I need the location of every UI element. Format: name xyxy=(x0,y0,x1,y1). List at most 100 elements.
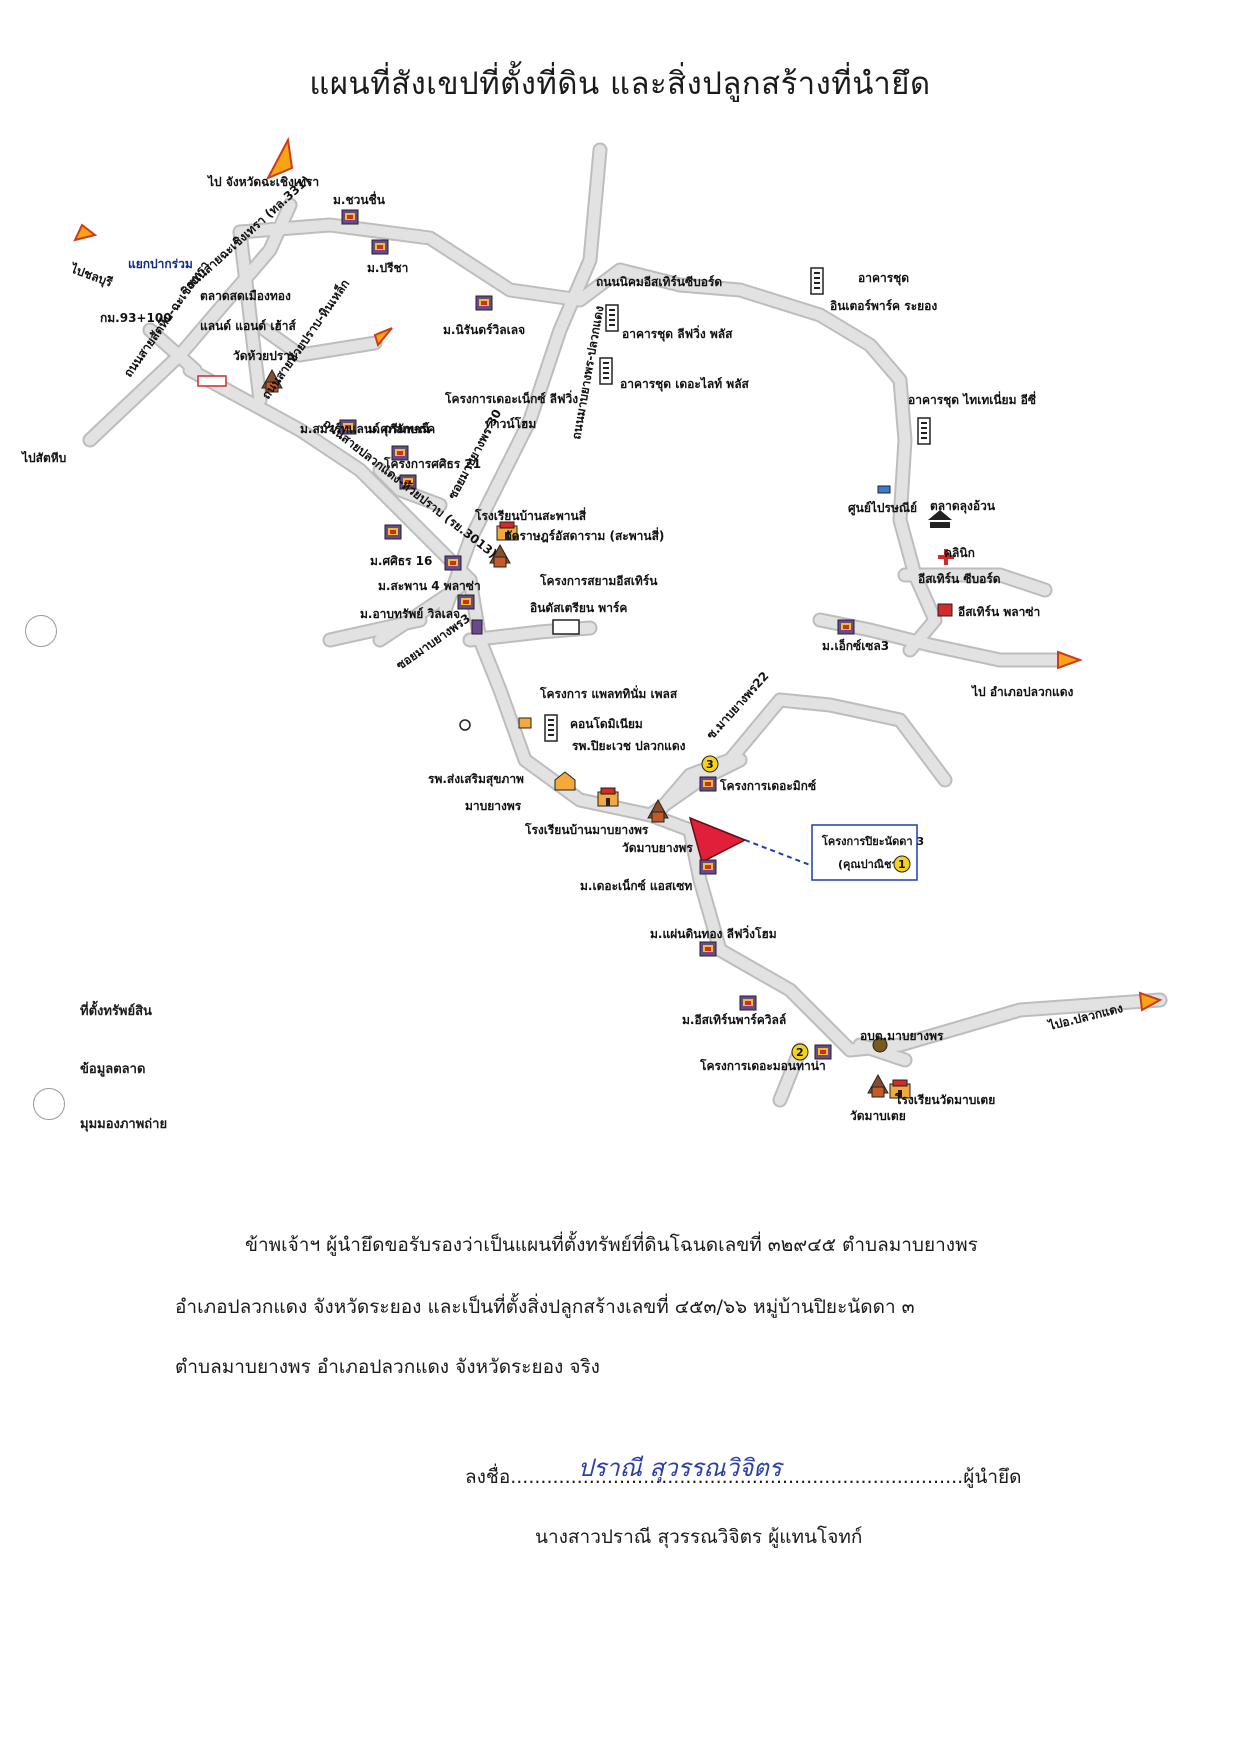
place-label: รพ.ส่งเสริมสุขภาพ xyxy=(428,772,524,787)
direction-pluak-daeng-east: ไป อำเภอปลวกแดง xyxy=(970,684,1073,699)
market-icon xyxy=(928,510,952,528)
plaza-icon xyxy=(937,603,953,617)
road-3013-label: ถนนสายปลวกแดง-ห้วยปราบ (รย.3013) xyxy=(320,416,499,561)
place-label: คลินิก xyxy=(944,546,975,560)
place-label: อาคารชุด xyxy=(858,271,909,286)
shop-sign-icon xyxy=(197,375,227,387)
handwritten-signature: ปราณี สุวรรณวิจิตร xyxy=(578,1454,782,1482)
place-label: แลนด์ แอนด์ เฮ้าส์ xyxy=(200,319,297,333)
building-icon xyxy=(739,995,757,1011)
map-icons xyxy=(197,209,954,1099)
tao-office-icon xyxy=(872,1037,888,1053)
condo-tower-icon xyxy=(599,357,613,385)
clinic-icon xyxy=(938,549,954,565)
arrow-southeast-icon xyxy=(1138,991,1163,1012)
place-label: ม.เดอะเน็กซ์ แอสเซท xyxy=(580,878,692,893)
subject-site: โครงการปิยะนัดดา 3 (คุณปาณิชา) 1 xyxy=(688,816,924,881)
place-label: ม.ชวนชื่น xyxy=(333,191,386,207)
place-label: โครงการ แพลททินั่ม เพลส xyxy=(539,685,678,701)
place-label: โครงการศศิธร 21 xyxy=(383,456,481,471)
subject-parcel-icon xyxy=(688,816,747,864)
place-labels: ม.ชวนชื่น ม.ปรีชา ตลาดสดเมืองทอง แลนด์ แ… xyxy=(200,191,1040,1123)
subject-line2: (คุณปาณิชา) xyxy=(838,858,903,872)
hospital-icon xyxy=(518,717,532,729)
location-map: โครงการปิยะนัดดา 3 (คุณปาณิชา) 1 3 2 xyxy=(20,136,1168,1123)
building-icon xyxy=(444,555,462,571)
page-title: แผนที่สังเขปที่ตั้งที่ดิน และสิ่งปลูกสร้… xyxy=(309,66,931,102)
place-label: อาคารชุด ลีฟวิ่ง พลัส xyxy=(622,325,733,342)
post-office-icon xyxy=(877,485,891,494)
place-label: ม.อีสเทิร์นพาร์ควิลล์ xyxy=(682,1013,786,1027)
place-label: อีสเทิร์น พลาซ่า xyxy=(958,605,1040,619)
place-label: ม.ศุภลักษณ์ xyxy=(368,422,430,437)
place-label: อาคารชุด ไทเทเนี่ยม อีซี่ xyxy=(908,391,1036,408)
place-label: ตลาดลุงอ้วน xyxy=(930,499,996,514)
statement-line-1: ข้าพเจ้าฯ ผู้นำยึดขอรับรองว่าเป็นแผนที่ต… xyxy=(245,1234,978,1256)
condo-tower-icon xyxy=(544,714,558,742)
direction-chonburi: ไปชลบุรี xyxy=(67,260,115,291)
subject-connector xyxy=(744,839,811,866)
arrow-east-icon xyxy=(1057,650,1083,670)
numbered-markers: 3 2 xyxy=(701,755,809,1061)
place-label: ม.นิรันดร์วิลเลจ xyxy=(443,323,525,337)
place-label: โครงการเดอะมอนทาน่า xyxy=(699,1058,826,1073)
place-label: วัดราษฎร์อัสดาราม (สะพานสี่) xyxy=(505,527,664,543)
place-label: โรงเรียนบ้านมาบยางพร xyxy=(524,822,649,837)
place-label: โครงการเดอะมิกซ์ xyxy=(719,778,816,793)
punch-hole-top xyxy=(25,615,57,647)
condo-tower-icon xyxy=(810,267,824,295)
place-label: วัดห้วยปราบ xyxy=(233,349,298,363)
place-label: วัดมาบยางพร xyxy=(622,841,693,855)
place-label: ตลาดสดเมืองทอง xyxy=(200,289,291,303)
signature-line: ลงชื่อ..................................… xyxy=(465,1466,1022,1488)
landmark-icon xyxy=(459,719,471,731)
arrow-north-icon xyxy=(265,136,294,180)
road-network xyxy=(82,142,1168,1108)
legend-market-data: ข้อมูลตลาด xyxy=(80,1062,146,1077)
building-icon xyxy=(475,295,493,311)
place-label: ศูนย์ไปรษณีย์ xyxy=(848,500,917,516)
arrow-west-icon xyxy=(73,223,98,242)
punch-hole-bottom xyxy=(33,1088,65,1120)
industrial-icon xyxy=(552,619,580,635)
place-label: โครงการสยามอีสเทิร์น xyxy=(539,573,658,588)
building-icon xyxy=(837,619,855,635)
place-label: ทาวน์โฮม xyxy=(485,416,536,431)
place-label: มาบยางพร xyxy=(465,799,522,813)
place-label: โครงการเดอะเน็กซ์ ลีฟวิ่ง xyxy=(444,390,578,406)
marker-1-label: 1 xyxy=(898,858,906,871)
legend-property-location: ที่ตั้งทรัพย์สิน xyxy=(80,1004,152,1019)
place-label: อีสเทิร์น ซีบอร์ด xyxy=(918,572,1001,586)
building-icon xyxy=(699,941,717,957)
place-label: วัดมาบเตย xyxy=(850,1109,906,1123)
marker-1-icon xyxy=(893,855,911,873)
place-label: ม.เอ็กซ์เซล3 xyxy=(822,638,889,653)
building-icon xyxy=(699,776,717,792)
subject-line1: โครงการปิยะนัดดา 3 xyxy=(821,834,924,848)
temple-icon xyxy=(867,1074,889,1098)
place-label: โรงเรียนวัดมาบเตย xyxy=(894,1092,995,1107)
statement-line-3: ตำบลมาบยางพร อำเภอปลวกแดง จังหวัดระยอง จ… xyxy=(175,1356,600,1378)
marker-3-label: 3 xyxy=(706,758,714,771)
marker-3-icon xyxy=(701,755,719,773)
building-icon xyxy=(457,594,475,610)
place-label: ม.แผ่นดินทอง ลีฟวิ่งโฮม xyxy=(650,925,777,941)
building-icon xyxy=(341,209,359,225)
building-icon xyxy=(699,859,717,875)
place-label: ม.ศศิธร 16 xyxy=(370,554,432,568)
legend-photo-view: มุมมองภาพถ่าย xyxy=(80,1117,168,1132)
signer-name: นางสาวปราณี สุวรรณวิจิตร ผู้แทนโจทก์ xyxy=(535,1526,863,1548)
building-icon xyxy=(371,239,389,255)
small-building-icon xyxy=(471,619,483,635)
marker-2-icon xyxy=(791,1043,809,1061)
direction-arrows xyxy=(73,136,1163,1012)
place-label: อาคารชุด เดอะไลท์ พลัส xyxy=(620,376,750,392)
place-label: คอนโดมิเนียม xyxy=(570,716,643,731)
building-icon xyxy=(814,1044,832,1060)
km-marker-label: กม.93+100 xyxy=(100,311,172,325)
building-icon xyxy=(384,524,402,540)
arrow-huai-prab-icon xyxy=(373,327,393,348)
place-label: อินเตอร์พาร์ค ระยอง xyxy=(830,299,937,313)
school-icon xyxy=(597,787,619,807)
place-label: ม.สมาร์ทแลนด์ กรีนพาร์ค xyxy=(300,422,435,436)
